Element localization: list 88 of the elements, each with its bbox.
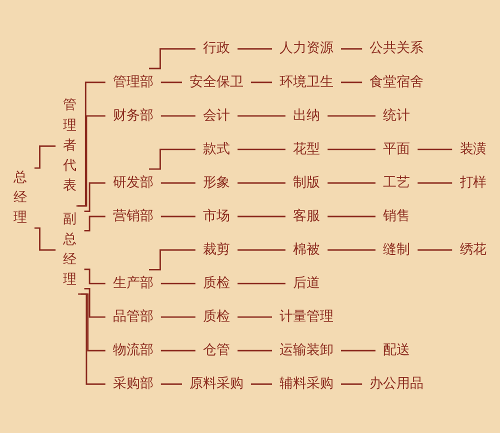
node-text: 出纳 bbox=[293, 108, 320, 124]
node-text: 原料采购 bbox=[190, 376, 244, 392]
connector bbox=[238, 216, 286, 218]
connector bbox=[238, 148, 286, 150]
connector bbox=[341, 82, 362, 84]
connector bbox=[160, 82, 182, 84]
connector bbox=[149, 48, 196, 70]
node-text: 计量管理 bbox=[280, 308, 334, 324]
node-text: 形象 bbox=[203, 174, 230, 190]
node-text: 市场 bbox=[203, 208, 230, 224]
connector bbox=[418, 182, 452, 184]
connector bbox=[238, 350, 272, 352]
connector bbox=[149, 249, 196, 270]
node-text: 辅料采购 bbox=[280, 376, 334, 392]
connector bbox=[34, 145, 56, 169]
node-text: 人力资源 bbox=[280, 40, 334, 56]
connector bbox=[328, 182, 376, 184]
node-text: 会计 bbox=[203, 108, 230, 124]
connector bbox=[328, 249, 376, 251]
connector bbox=[160, 383, 182, 385]
node-text: 平面 bbox=[383, 141, 410, 157]
connector bbox=[84, 182, 106, 212]
connector bbox=[238, 115, 286, 117]
connector bbox=[328, 216, 376, 218]
node-text: 总经理 bbox=[13, 170, 27, 226]
node-text: 行政 bbox=[203, 40, 230, 56]
connector bbox=[238, 249, 286, 251]
connector bbox=[160, 216, 196, 218]
node-text: 财务部 bbox=[113, 108, 154, 124]
connector bbox=[418, 148, 452, 150]
connector bbox=[238, 316, 272, 318]
connector bbox=[76, 82, 106, 207]
connector bbox=[250, 383, 272, 385]
node-text: 工艺 bbox=[383, 174, 410, 190]
node-text: 装潢 bbox=[460, 141, 487, 157]
node-text: 销售 bbox=[383, 208, 410, 224]
node-text: 打样 bbox=[460, 174, 487, 190]
node-text: 客服 bbox=[293, 208, 320, 224]
node-text: 物流部 bbox=[113, 342, 154, 358]
node-text: 采购部 bbox=[113, 376, 154, 392]
node-text: 环境卫生 bbox=[280, 74, 334, 90]
connector bbox=[160, 282, 196, 284]
node-text: 配送 bbox=[383, 342, 410, 358]
node-text: 后道 bbox=[293, 275, 320, 291]
connector bbox=[149, 148, 196, 170]
node-text: 质检 bbox=[203, 275, 230, 291]
node-text: 棉被 bbox=[293, 242, 320, 258]
connector bbox=[341, 383, 362, 385]
node-text: 管理部 bbox=[113, 74, 154, 90]
node-text: 营销部 bbox=[113, 208, 154, 224]
node-text: 制版 bbox=[293, 174, 320, 190]
connector bbox=[328, 115, 376, 117]
node-text: 研发部 bbox=[113, 174, 154, 190]
node-text: 办公用品 bbox=[370, 376, 424, 392]
connector bbox=[84, 288, 106, 318]
node-text: 管理者代表 bbox=[63, 98, 77, 194]
node-text: 款式 bbox=[203, 141, 230, 157]
node-text: 食堂宿舍 bbox=[370, 74, 424, 90]
connector bbox=[160, 115, 196, 117]
node-text: 生产部 bbox=[113, 275, 154, 291]
connector bbox=[160, 350, 196, 352]
node-text: 裁剪 bbox=[203, 242, 230, 258]
connector bbox=[84, 216, 106, 232]
node-text: 运输装卸 bbox=[280, 342, 334, 358]
node-text: 质检 bbox=[203, 308, 230, 324]
node-text: 缝制 bbox=[383, 242, 410, 258]
node-text: 品管部 bbox=[113, 308, 154, 324]
node-text: 仓管 bbox=[203, 342, 230, 358]
connector bbox=[78, 293, 106, 385]
node-text: 公共关系 bbox=[370, 40, 424, 56]
connector bbox=[84, 268, 106, 284]
connector bbox=[250, 82, 272, 84]
connector bbox=[341, 350, 376, 352]
node-text: 花型 bbox=[293, 141, 320, 157]
connector bbox=[160, 316, 196, 318]
connector bbox=[328, 148, 376, 150]
connector bbox=[78, 115, 106, 207]
node-text: 副总经理 bbox=[63, 212, 77, 288]
node-text: 安全保卫 bbox=[190, 74, 244, 90]
connector bbox=[34, 227, 56, 251]
connector bbox=[341, 48, 362, 50]
node-text: 绣花 bbox=[460, 242, 487, 258]
connector bbox=[238, 182, 286, 184]
connector bbox=[238, 48, 272, 50]
connector bbox=[418, 249, 452, 251]
connector bbox=[160, 182, 196, 184]
node-text: 统计 bbox=[383, 108, 410, 124]
connector bbox=[238, 282, 286, 284]
